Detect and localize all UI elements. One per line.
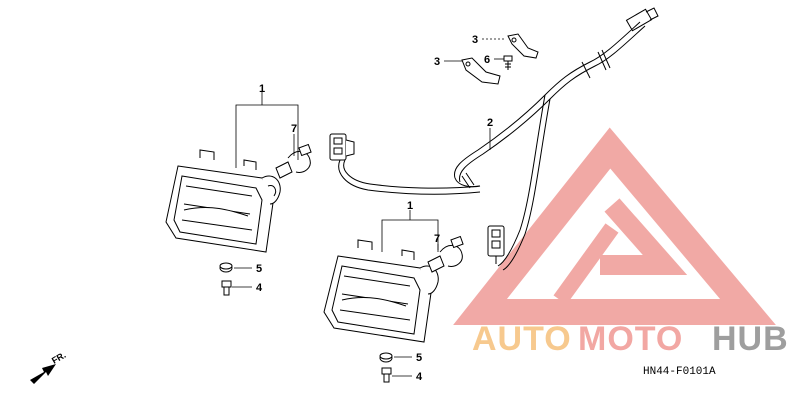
bracket-top [507,33,539,59]
watermark-auto: AUTO [472,320,572,358]
watermark-text: AUTO MOTO HUB [472,320,789,358]
front-arrow-icon [30,364,56,384]
callout-headlight-right: 1 [407,200,413,212]
callout-nut-right: 5 [416,352,422,364]
bolt-right [381,367,392,383]
front-direction-marker: FR. [30,350,68,384]
watermark-moto: MOTO [578,320,683,358]
callout-numbers: 1 7 1 7 2 3 3 6 5 4 5 4 [256,34,493,383]
headlight-right [323,239,439,343]
bolt-left [221,280,232,296]
bracket-mid [461,57,501,85]
screw [503,55,513,70]
bulb-left [275,143,312,179]
leader-lines [232,38,506,377]
nut-right [379,352,393,363]
front-marker-text: FR. [50,350,68,366]
callout-nut-left: 5 [256,263,262,275]
callout-bolt-left: 4 [256,282,263,294]
nut-left [219,262,233,273]
connector-left [329,133,355,161]
wiring-harness [338,7,659,271]
bulb-right [427,235,464,273]
callout-bulb-left: 7 [291,123,297,135]
callout-bracket-top: 3 [472,34,478,46]
callout-harness: 2 [487,117,493,129]
connector-right [487,225,505,264]
callout-bulb-right: 7 [434,233,440,245]
callout-bracket-mid: 3 [434,56,440,68]
drawing-code: HN44-F0101A [643,366,716,378]
watermark-hub: HUB [712,320,789,358]
callout-headlight-left: 1 [259,83,265,95]
watermark-logo [453,127,776,325]
callout-bolt-right: 4 [416,371,423,383]
callout-screw: 6 [484,54,490,66]
headlight-left [165,149,281,253]
